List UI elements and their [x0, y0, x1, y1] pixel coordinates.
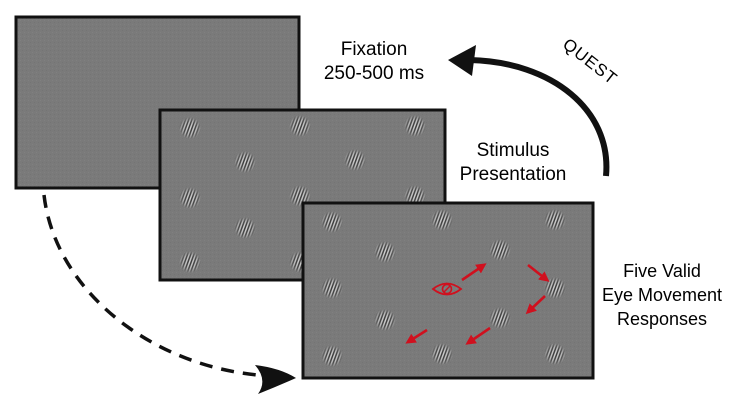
gabor-patch	[431, 209, 453, 231]
arrow-icon	[525, 295, 546, 315]
gabor-patch	[489, 307, 511, 329]
stimulus-label: Stimulus Presentation	[459, 140, 567, 185]
arrow-icon	[461, 263, 487, 282]
gabor-array	[321, 209, 566, 367]
gabor-patch	[321, 211, 343, 233]
fixation-label: Fixation 250-500 ms	[323, 39, 425, 84]
gabor-patch	[404, 115, 426, 137]
gabor-patch	[234, 217, 256, 239]
arrow-icon	[465, 326, 491, 345]
arrow-icon	[527, 263, 550, 282]
response-screen	[301, 201, 595, 380]
gabor-patch	[321, 277, 343, 299]
gabor-patch	[179, 187, 201, 209]
arrow-icon	[405, 328, 428, 344]
response-label: Five Valid Eye Movement Responses	[601, 261, 723, 329]
gabor-patch	[431, 343, 453, 365]
gabor-patch	[344, 149, 366, 171]
gabor-patch	[289, 115, 311, 137]
dashed-curved-arrow-icon	[42, 194, 296, 394]
gabor-patch	[374, 241, 396, 263]
curved-arrow-icon	[448, 45, 610, 177]
gabor-patch	[179, 117, 201, 139]
gabor-patch	[234, 151, 256, 173]
gabor-patch	[374, 309, 396, 331]
eye-icon	[431, 282, 463, 296]
gabor-patch	[544, 209, 566, 231]
gabor-patch	[544, 343, 566, 365]
gabor-patch	[544, 277, 566, 299]
gabor-patch	[179, 251, 201, 273]
gabor-patch	[489, 239, 511, 261]
saccade-sequence	[405, 263, 550, 345]
gabor-patch	[321, 345, 343, 367]
